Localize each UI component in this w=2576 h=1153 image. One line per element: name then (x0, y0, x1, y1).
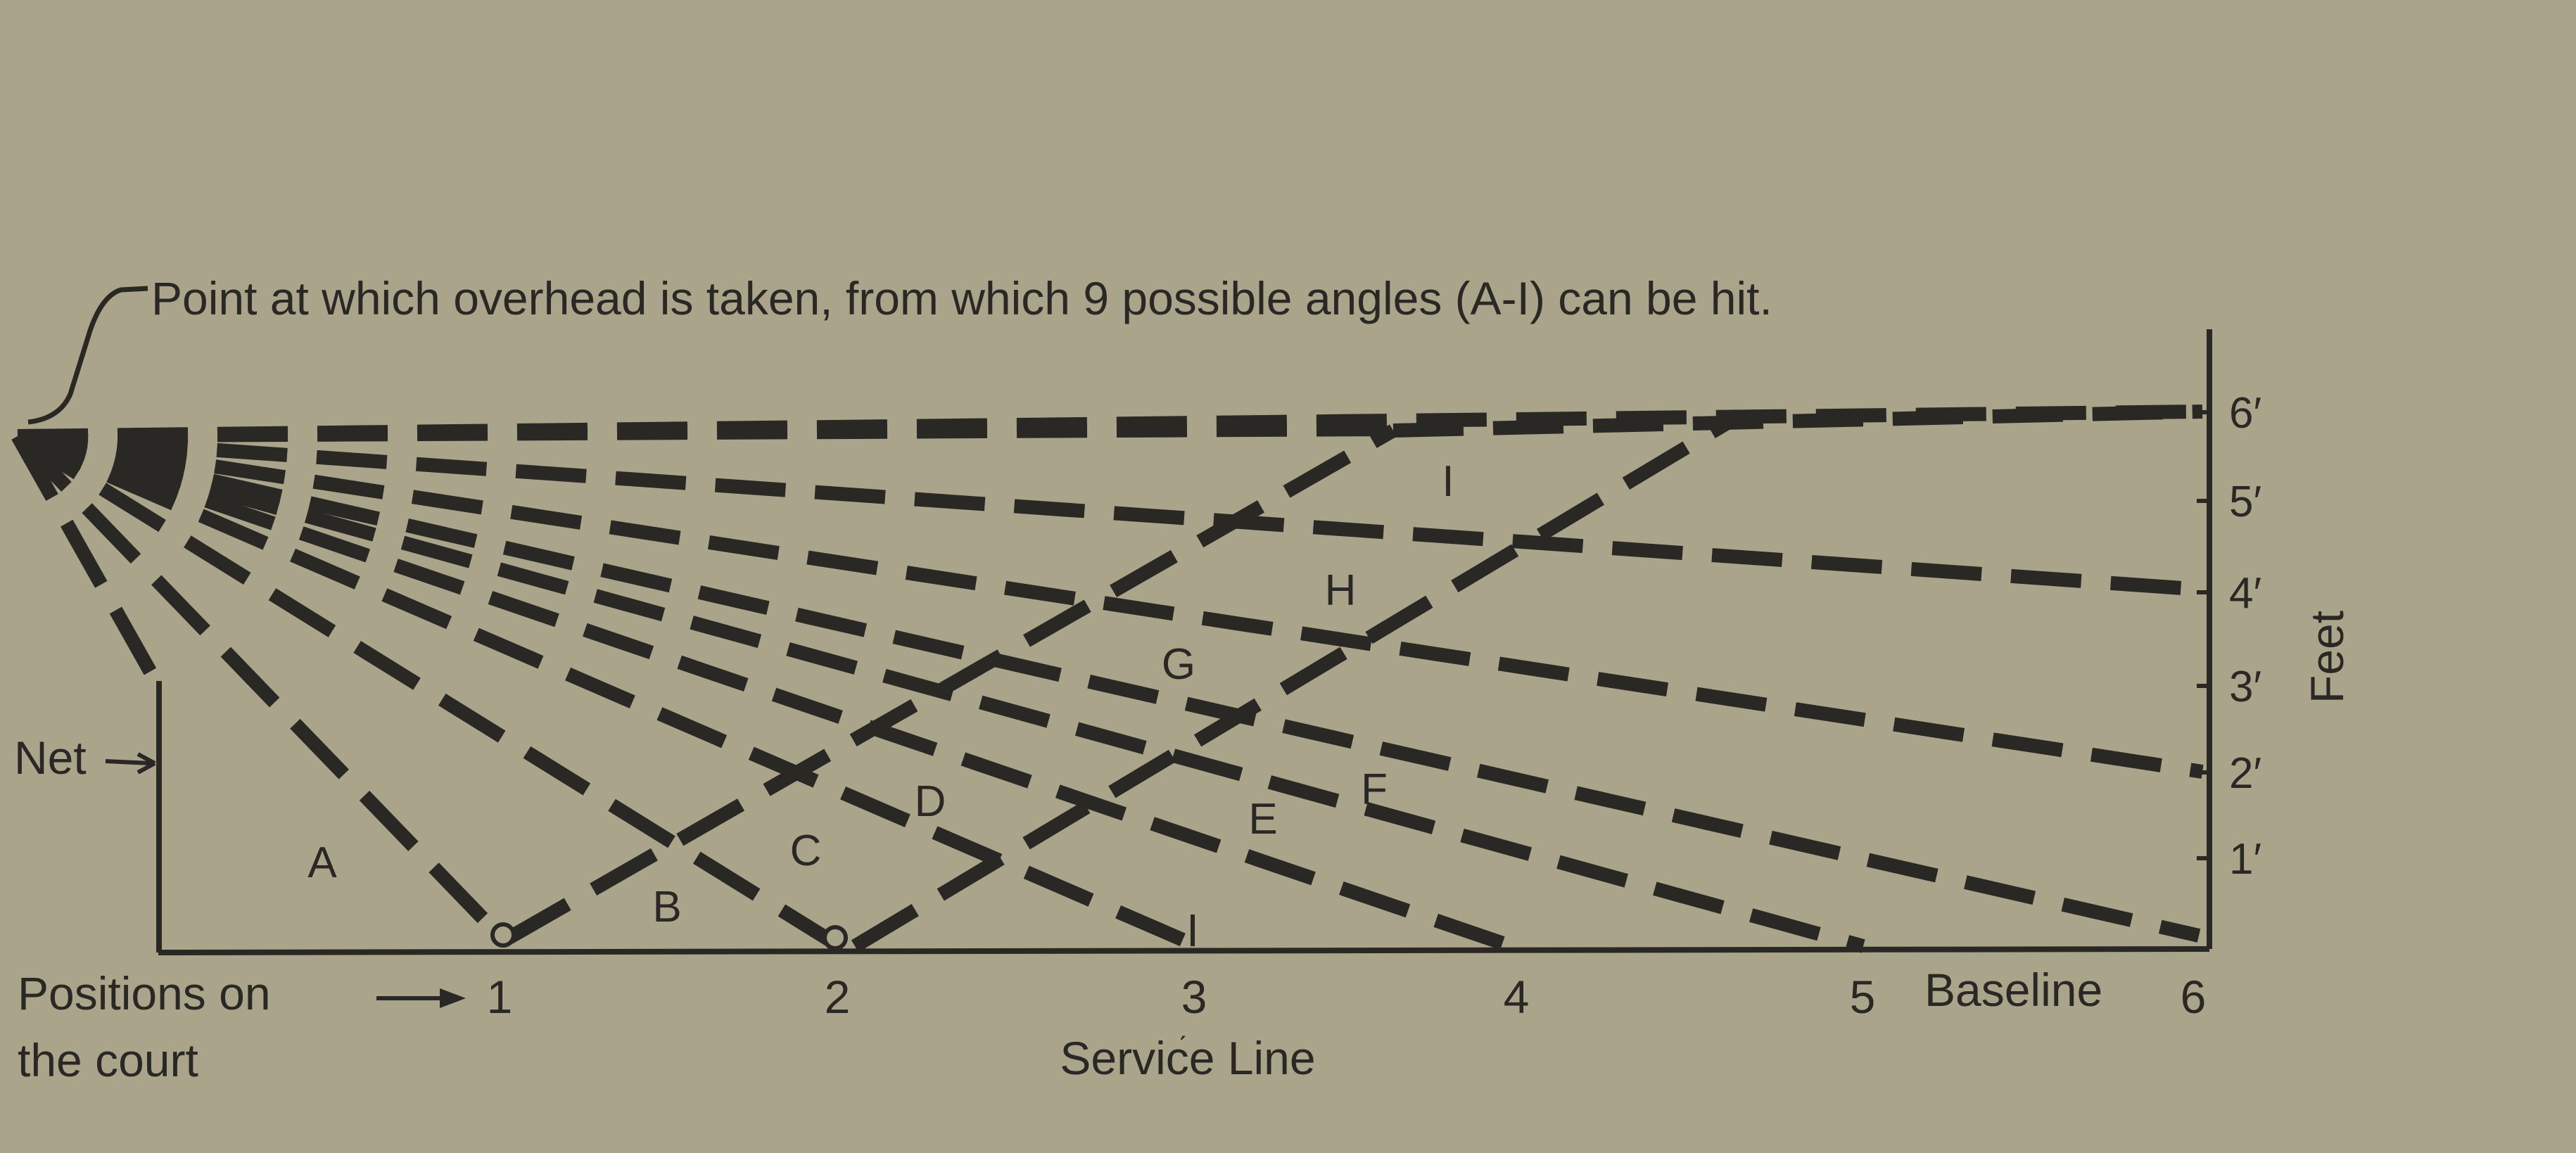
angle-label-d: D (915, 777, 946, 826)
service-line-label: Service Line (1060, 1032, 1315, 1084)
net-arrow-head-a (137, 752, 156, 765)
ray-to-4-feet (17, 429, 2203, 597)
positions-label-line-1: Positions on (18, 967, 271, 1019)
position-label-5: 5 (1850, 971, 1876, 1023)
net-arrow-head-b (137, 761, 156, 775)
feet-tick-label-4: 4′ (2229, 569, 2261, 618)
feet-tick-label-6: 6′ (2229, 389, 2261, 438)
bounce-point-2 (823, 925, 848, 950)
angle-label-e: E (1248, 795, 1277, 843)
ray-to-position-4 (15, 429, 1514, 953)
angle-label-f: F (1361, 765, 1388, 814)
feet-axis-label: Feet (2301, 611, 2353, 703)
bounce-point-1 (490, 922, 516, 948)
positions-arrow-head (440, 988, 466, 1008)
overhead-point-pointer (27, 286, 148, 425)
peak-left-to-baseline (1392, 404, 2203, 438)
position-label-1: 1 (487, 971, 513, 1023)
position-label-2: 2 (825, 971, 851, 1023)
angle-label-i: I (1442, 457, 1454, 506)
feet-tick-label-2: 2′ (2229, 749, 2261, 798)
ray-to-2-feet (16, 429, 2204, 779)
angle-label-g: G (1162, 640, 1195, 689)
angle-label-h: H (1325, 566, 1357, 615)
position-label-6: 6 (2181, 971, 2207, 1023)
overhead-caption: Point at which overhead is taken, from w… (151, 272, 1772, 324)
angle-label-a: A (307, 839, 337, 887)
ray-to-peak-left (17, 422, 1397, 443)
bounce-from-position-2 (851, 414, 1735, 953)
bounce-from-position-1 (503, 424, 1397, 945)
angle-label-b: B (652, 883, 681, 931)
position-label-3: 3 (1181, 971, 1207, 1023)
ray-to-position-2 (13, 430, 838, 949)
ray-to-position-6 (15, 429, 2201, 943)
feet-tick-label-3: 3′ (2229, 663, 2261, 711)
ray-to-position-1 (12, 431, 505, 941)
net-arrow-shaft (105, 759, 151, 765)
court-ground-line (158, 946, 2210, 955)
net-label: Net (14, 732, 87, 784)
baseline-label: Baseline (1924, 964, 2102, 1016)
position-label-4: 4 (1504, 971, 1530, 1023)
feet-tick-label-5: 5′ (2229, 478, 2261, 526)
ray-to-net-top (11, 433, 165, 689)
service-line-tick-mark: ˏ (1177, 1009, 1186, 1040)
feet-tick-label-1: 1′ (2229, 835, 2261, 884)
angle-label-c: C (790, 827, 822, 875)
positions-label-line-2: the court (18, 1034, 198, 1086)
